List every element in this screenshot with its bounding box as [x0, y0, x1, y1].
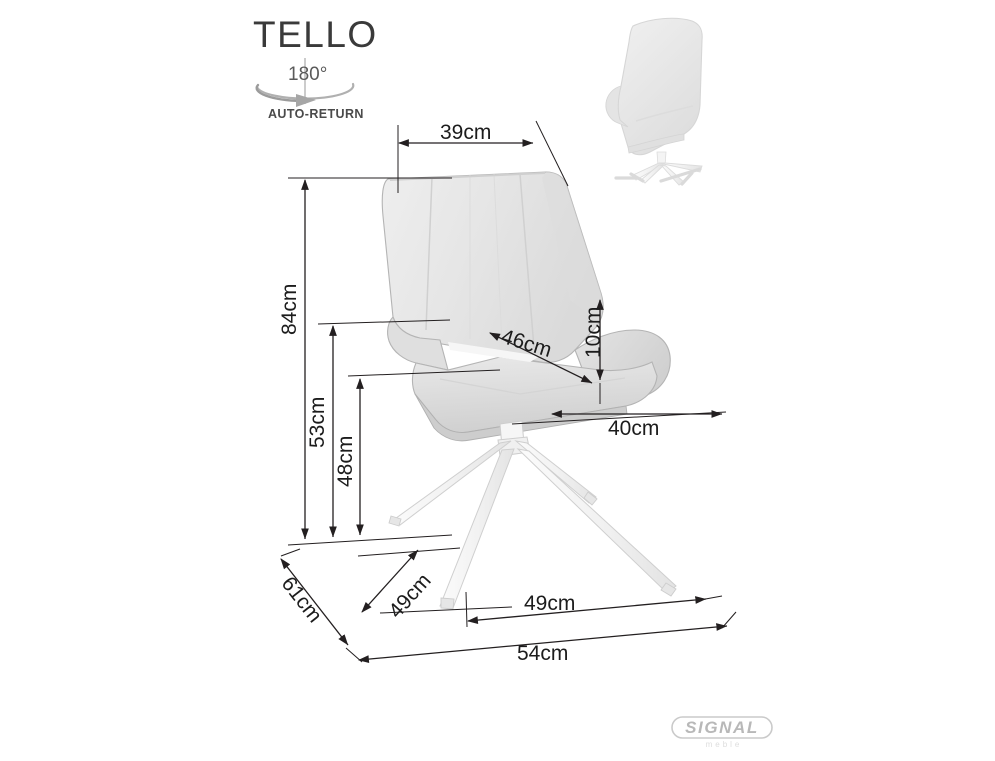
dimension-label-39cm: 39cm — [440, 121, 492, 144]
dimension-label-53cm: 53cm — [306, 396, 329, 448]
svg-text:meble: meble — [706, 740, 743, 749]
dimension-label-49cm-width: 49cm — [524, 592, 576, 615]
dimension-label-84cm: 84cm — [278, 283, 301, 335]
dimension-vertical-group — [287, 177, 501, 546]
chair-swivel-base — [388, 420, 677, 610]
rotation-degrees-label: 180° — [288, 64, 328, 85]
dimension-label-48cm: 48cm — [334, 435, 357, 487]
rotation-ellipse-arrow-icon — [255, 58, 355, 107]
dimension-label-40cm: 40cm — [608, 417, 660, 440]
auto-return-label: AUTO-RETURN — [268, 107, 364, 121]
dimension-seat-depth-diag — [489, 332, 593, 384]
dimension-seat-depth-side — [511, 410, 727, 425]
dimension-label-54cm: 54cm — [517, 642, 569, 665]
page-title: TELLO — [253, 14, 378, 55]
dimension-overall-depth — [280, 548, 349, 646]
brand-logo: SIGNAL meble — [671, 716, 773, 749]
dimension-base-width — [465, 591, 723, 628]
dimension-label-10cm: 10cm — [582, 306, 605, 358]
chair-backrest — [381, 171, 604, 364]
thumbnail-rear-view-chair — [605, 17, 703, 186]
dimension-base-depth-diag — [357, 547, 513, 614]
svg-text:SIGNAL: SIGNAL — [685, 718, 759, 737]
dimension-overall-width — [345, 611, 737, 663]
dimension-backrest-width — [397, 120, 569, 193]
